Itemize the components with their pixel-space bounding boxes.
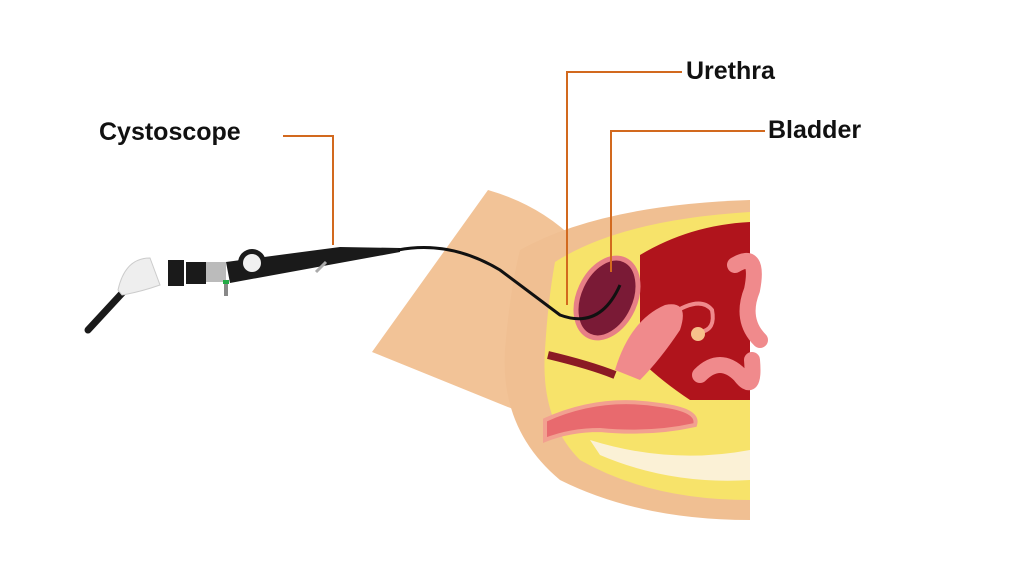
fallopian-tube [668,301,715,334]
vaginal-canal [547,351,617,379]
cystoscope-tube [397,246,622,321]
rectum [543,400,698,443]
ovary [691,327,705,341]
bladder-label: Bladder [768,116,862,144]
abdominal-cavity [640,222,750,400]
bladder-leader-line [610,130,765,272]
intestines [692,253,768,391]
cystoscope-leader-line [283,135,334,245]
sacrum [590,440,750,481]
urethra-leader-line [566,71,682,305]
uterus [615,304,683,380]
cystoscope [84,247,400,334]
urethra-label: Urethra [686,57,775,85]
cystoscope-label: Cystoscope [99,118,241,146]
